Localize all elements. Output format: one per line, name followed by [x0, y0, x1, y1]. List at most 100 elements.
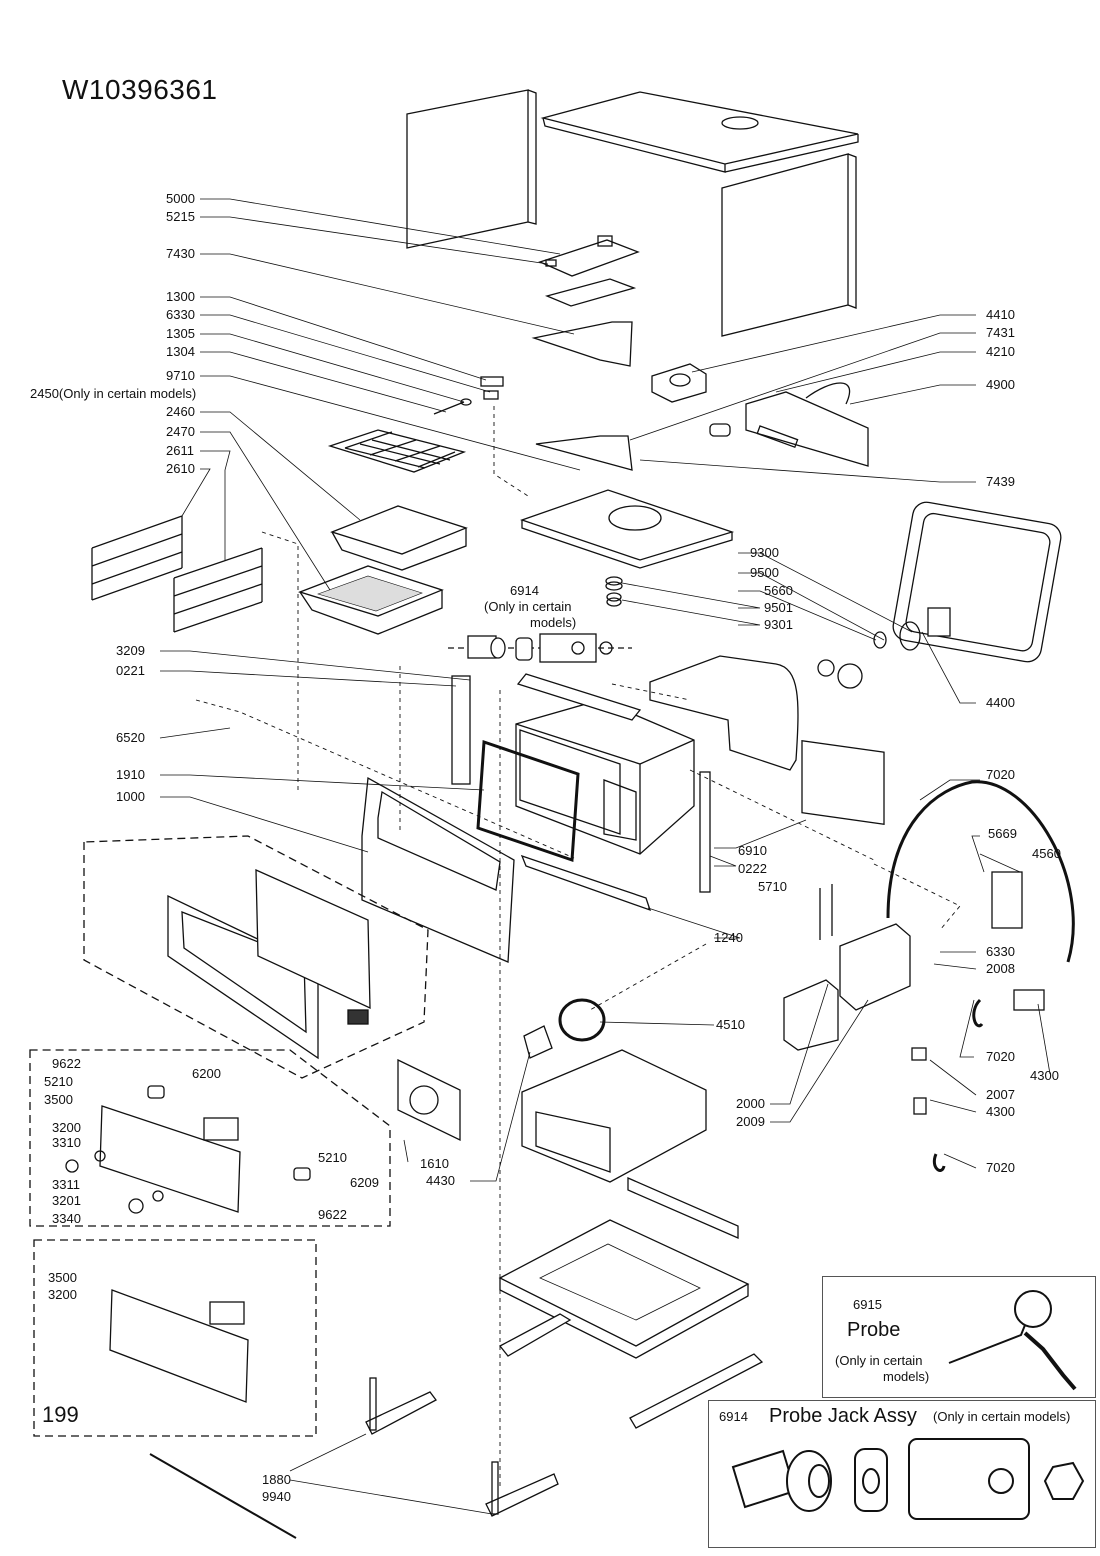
air-duct [531, 321, 633, 367]
part-label-6520: 6520 [116, 730, 145, 745]
part-label-1300: 1300 [166, 289, 195, 304]
front-trim [520, 854, 652, 912]
jack-name: Probe Jack Assy [769, 1405, 917, 1427]
leader-lines [159, 198, 1051, 1515]
latch-parts [433, 376, 504, 415]
mounting-plate [520, 489, 735, 569]
door-frame [361, 776, 515, 963]
oven-door [167, 868, 371, 1060]
panel199-label-3500: 3500 [48, 1270, 77, 1285]
part-label-7439: 7439 [986, 474, 1015, 489]
part-label-5710: 5710 [758, 879, 787, 894]
part-label-0221: 0221 [116, 663, 145, 678]
vent-box [397, 1058, 461, 1142]
part-label-2007: 2007 [986, 1087, 1015, 1102]
part-label-3310: 3310 [52, 1135, 81, 1150]
bottom-tray [498, 1177, 764, 1429]
part-label-9622b: 9622 [318, 1207, 347, 1222]
top-cover-panel [540, 91, 859, 173]
part-label-7431: 7431 [986, 325, 1015, 340]
probe-name: Probe [847, 1319, 901, 1341]
model-number-title: W10396361 [62, 74, 218, 105]
part-label-2611: 2611 [166, 443, 194, 458]
hydraulic-parts [783, 780, 1075, 1172]
label-9940: 9940 [262, 1489, 291, 1504]
panel-199 [33, 1239, 317, 1437]
jack-number: 6914 [719, 1409, 748, 1424]
part-label-1240: 1240 [714, 930, 743, 945]
part-label-9622a: 9622 [52, 1056, 81, 1071]
control-board [538, 235, 640, 307]
lower-duct [535, 435, 633, 471]
oven-rack [327, 429, 467, 473]
lower-bracket [521, 1049, 707, 1183]
probe-number: 6915 [853, 1297, 882, 1312]
probe-jack-note-line2: models) [530, 615, 577, 630]
probe-jack-note-line1: (Only in certain [484, 599, 572, 614]
part-label-9301: 9301 [764, 617, 793, 632]
part-label-7020a: 7020 [986, 767, 1015, 782]
part-label-2450: 2450(Only in certain models) [30, 386, 197, 401]
part-label-5215: 5215 [166, 209, 195, 224]
part-label-3201: 3201 [52, 1193, 81, 1208]
part-label-9500: 9500 [750, 565, 779, 580]
part-label-3500a: 3500 [44, 1092, 73, 1107]
part-label-4510: 4510 [716, 1017, 745, 1032]
probe-jack-icon [731, 1438, 1085, 1520]
part-label-1305: 1305 [166, 326, 195, 341]
probe-jack-inline [448, 633, 632, 663]
part-label-5669: 5669 [988, 826, 1017, 841]
part-label-2460: 2460 [166, 404, 195, 419]
part-label-6330b: 6330 [986, 944, 1015, 959]
part-label-3200a: 3200 [52, 1120, 81, 1135]
part-label-5660: 5660 [764, 583, 793, 598]
part-label-4210: 4210 [986, 344, 1015, 359]
part-label-0222: 0222 [738, 861, 767, 876]
part-label-1910: 1910 [116, 767, 145, 782]
terminal-plate [709, 382, 869, 467]
door-gasket [476, 739, 580, 863]
part-label-2610: 2610 [166, 461, 195, 476]
part-label-7020b: 7020 [986, 1049, 1015, 1064]
part-label-7430: 7430 [166, 246, 195, 261]
part-label-5210b: 5210 [318, 1150, 347, 1165]
door-dashed-group [83, 835, 429, 1079]
part-label-9501: 9501 [764, 600, 793, 615]
right-side-panel [721, 153, 857, 337]
probe-note-line2: models) [883, 1369, 930, 1384]
part-label-3311: 3311 [52, 1177, 80, 1192]
probe-jack-inset-box: 6914 Probe Jack Assy (Only in certain mo… [708, 1400, 1096, 1548]
part-label-3209: 3209 [116, 643, 145, 658]
part-label-6910: 6910 [738, 843, 767, 858]
part-label-4400: 4400 [986, 695, 1015, 710]
probe-inset-box: 6915 Probe (Only in certain models) [822, 1276, 1096, 1398]
part-label-4560: 4560 [1032, 846, 1061, 861]
part-label-9300: 9300 [750, 545, 779, 560]
probe-note-line1: (Only in certain [835, 1353, 923, 1368]
oven-cavity [451, 673, 711, 893]
part-label-9710: 9710 [166, 368, 195, 383]
part-label-3340: 3340 [52, 1211, 81, 1226]
part-label-4900: 4900 [986, 377, 1015, 392]
part-label-1000: 1000 [116, 789, 145, 804]
part-label-2008: 2008 [986, 961, 1015, 976]
part-label-1304: 1304 [166, 344, 195, 359]
panel199-code: 199 [42, 1402, 79, 1427]
probe-icon [948, 1290, 1077, 1391]
convection-element [523, 998, 606, 1059]
blower-motor [651, 363, 707, 403]
broil-pan [298, 565, 444, 635]
part-label-1610: 1610 [420, 1156, 449, 1171]
baking-tray [330, 505, 468, 571]
part-label-6200: 6200 [192, 1066, 221, 1081]
cavity-wrapper [649, 655, 799, 771]
outer-glass-panel [892, 501, 1062, 663]
part-label-4300b: 4300 [986, 1104, 1015, 1119]
springs [605, 576, 623, 607]
part-label-6209: 6209 [350, 1175, 379, 1190]
part-label-4300a: 4300 [1030, 1068, 1059, 1083]
part-label-5210a: 5210 [44, 1074, 73, 1089]
part-label-6330a: 6330 [166, 307, 195, 322]
